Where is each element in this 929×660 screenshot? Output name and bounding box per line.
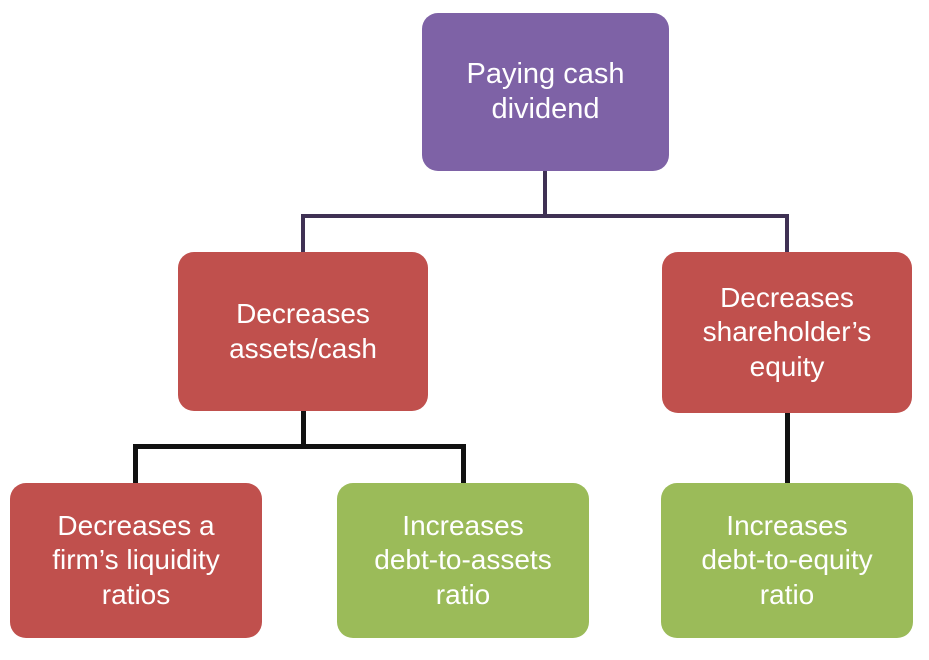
edge-root-horizontal-bus bbox=[301, 214, 789, 218]
node-decreases-firms-liquidity-ratios[interactable]: Decreases a firm’s liquidity ratios bbox=[10, 483, 262, 638]
edge-assets-to-debt-to-assets bbox=[461, 444, 466, 484]
node-increases-debt-to-equity-ratio[interactable]: Increases debt-to-equity ratio bbox=[661, 483, 913, 638]
node-decreases-firms-liquidity-ratios-label: Decreases a firm’s liquidity ratios bbox=[52, 510, 220, 610]
edge-root-to-decreases-equity bbox=[785, 214, 789, 254]
node-decreases-assets-cash[interactable]: Decreases assets/cash bbox=[178, 252, 428, 411]
node-paying-cash-dividend-label: Paying cash dividend bbox=[466, 57, 625, 125]
node-decreases-shareholders-equity[interactable]: Decreases shareholder’s equity bbox=[662, 252, 912, 413]
edge-root-stem bbox=[543, 170, 547, 218]
node-increases-debt-to-assets-ratio[interactable]: Increases debt-to-assets ratio bbox=[337, 483, 589, 638]
edge-assets-stem bbox=[301, 410, 306, 448]
node-decreases-shareholders-equity-label: Decreases shareholder’s equity bbox=[702, 282, 872, 382]
node-increases-debt-to-equity-ratio-label: Increases debt-to-equity ratio bbox=[701, 510, 873, 610]
node-paying-cash-dividend[interactable]: Paying cash dividend bbox=[422, 13, 669, 171]
edge-root-to-decreases-assets bbox=[301, 214, 305, 254]
node-increases-debt-to-assets-ratio-label: Increases debt-to-assets ratio bbox=[374, 510, 552, 610]
edge-equity-to-debt-to-equity bbox=[785, 412, 790, 484]
edge-assets-horizontal-bus bbox=[133, 444, 466, 449]
node-decreases-assets-cash-label: Decreases assets/cash bbox=[229, 298, 377, 364]
edge-assets-to-liquidity-ratios bbox=[133, 444, 138, 484]
